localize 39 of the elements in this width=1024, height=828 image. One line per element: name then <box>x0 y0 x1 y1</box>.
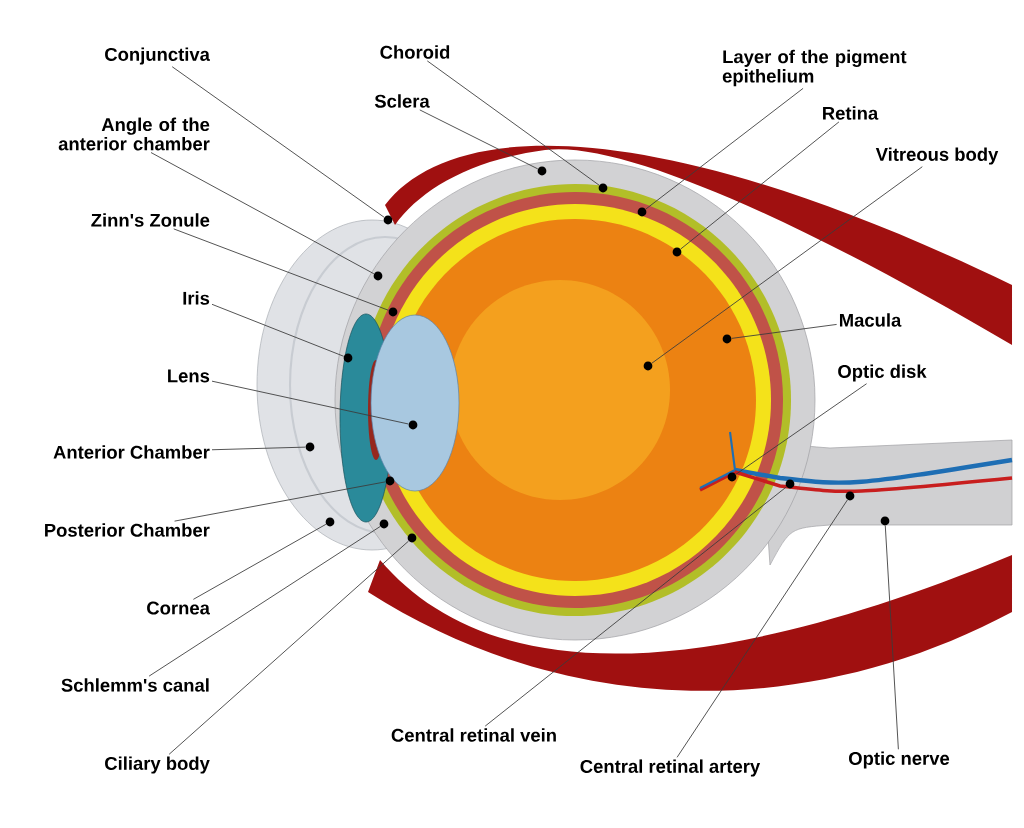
leader-line <box>651 166 923 364</box>
part-label: Conjunctiva <box>105 47 210 65</box>
leader-line <box>676 499 848 758</box>
part-label: Zinn's Zonule <box>91 213 210 227</box>
leader-line <box>484 486 787 727</box>
part-label: Angle of the anterior chamber <box>58 117 210 151</box>
leader-line <box>148 526 381 677</box>
leader-line <box>150 152 375 275</box>
part-label: Optic disk <box>838 364 927 382</box>
part-label: Vitreous body <box>875 147 999 165</box>
leader-line <box>731 324 838 339</box>
part-label: Central retinal vein <box>391 728 556 742</box>
part-label: Schlemm's canal <box>61 678 209 692</box>
part-label: Optic nerve <box>849 751 950 769</box>
leader-line <box>174 481 386 522</box>
leader-line <box>211 303 345 357</box>
part-label: Choroid <box>380 45 450 59</box>
part-label: Ciliary body <box>105 756 210 774</box>
part-label: Cornea <box>147 601 210 615</box>
leader-line <box>884 525 899 750</box>
leader-line <box>419 109 539 170</box>
leader-line <box>173 228 389 311</box>
leader-line <box>192 523 327 600</box>
leader-line <box>211 380 409 425</box>
part-label: Retina <box>823 106 879 120</box>
leader-line <box>735 383 868 475</box>
leader-line <box>211 446 306 451</box>
part-label: Layer of the pigment epithelium <box>722 49 907 87</box>
part-label: Lens <box>168 369 210 383</box>
part-label: Iris <box>183 291 210 305</box>
part-label: Macula <box>840 313 902 327</box>
leader-line <box>680 121 840 250</box>
part-label: Sclera <box>374 94 430 108</box>
leader-line <box>645 87 804 210</box>
leader-line <box>426 60 600 186</box>
part-label: Anterior Chamber <box>53 445 210 459</box>
part-label: Central retinal artery <box>580 759 761 777</box>
leader-line <box>168 540 409 755</box>
part-label: Posterior Chamber <box>45 523 210 537</box>
